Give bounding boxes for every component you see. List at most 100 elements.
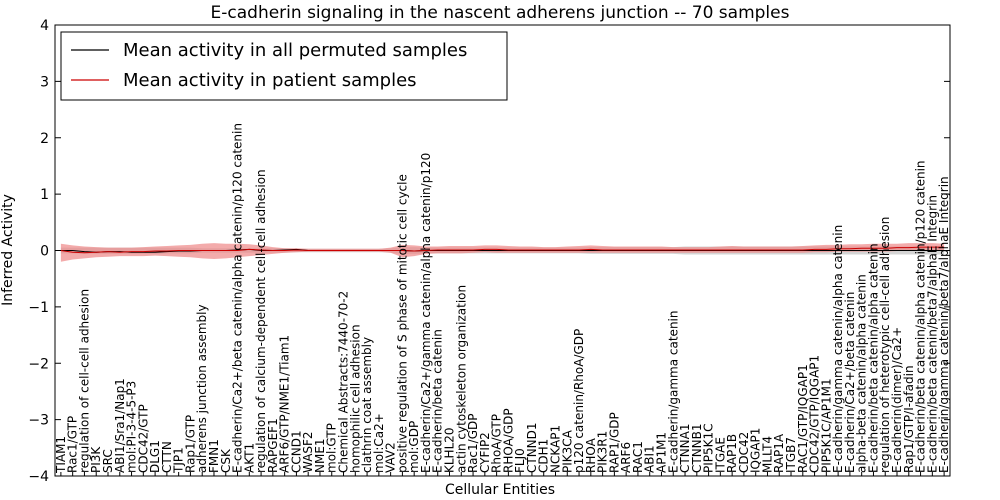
legend-label-patient: Mean activity in patient samples — [123, 70, 417, 91]
x-tick-label: E-cadherin/beta catenin/alpha catenin/p1… — [914, 160, 928, 473]
x-tick-label: DLG1 — [148, 440, 162, 473]
x-tick-label: mol:GTP — [325, 423, 339, 473]
x-tick-label: regulation of cell-cell adhesion — [77, 289, 91, 473]
x-tick-label: adherens junction assembly — [195, 304, 209, 473]
x-tick-label: CDC42/GTP — [136, 404, 150, 473]
chart-title: E-cadherin signaling in the nascent adhe… — [211, 3, 790, 23]
x-tick-label: mol:PI-3-4-5-P3 — [125, 381, 139, 473]
x-tick-label: WASF2 — [301, 431, 315, 473]
x-tick-label: ARF6/GTP/NME1/Tiam1 — [278, 335, 292, 473]
x-tick-label: E-cadherin/Ca2+/beta catenin — [843, 292, 857, 473]
x-tick-label: RAC1 — [631, 441, 645, 473]
x-tick-label: NME1 — [313, 438, 327, 473]
x-tick-label: positive regulation of S phase of mitoti… — [395, 174, 409, 473]
x-tick-label: RAP1/GDP — [607, 412, 621, 473]
x-tick-label: RAPGEF1 — [266, 418, 280, 473]
x-tick-label: Chemical Abstracts:7440-70-2 — [337, 291, 351, 473]
x-tick-label: TIAM1 — [54, 436, 68, 474]
x-tick-label: alpha-beta catenin/alpha catenin — [855, 274, 869, 473]
x-tick-label: VAV2 — [384, 442, 398, 473]
x-tick-label: RAC1/GTP/IQGAP1 — [796, 364, 810, 473]
y-axis-title: Inferred Activity — [0, 194, 16, 306]
x-tick-label: CYFIP2 — [478, 432, 492, 473]
x-tick-label: regulation of heterotypic cell-cell adhe… — [878, 217, 892, 473]
y-tick-label: 2 — [40, 131, 49, 147]
x-tick-label: PIK3CA — [560, 429, 574, 473]
x-tick-label: mol:GDP — [407, 421, 421, 473]
x-tick-label: TJP1 — [172, 447, 186, 474]
x-tick-label: AKT1 — [242, 443, 256, 473]
x-tick-label: E-cadherin(dimer)/Ca2+ — [890, 327, 904, 473]
x-tick-label: RHOA — [584, 437, 598, 473]
x-tick-label: mol:Ca2+ — [372, 413, 386, 473]
x-tick-label: CDH1 — [537, 439, 551, 473]
x-tick-label: RAP1A — [772, 433, 786, 473]
x-tick-label: homophilic cell adhesion — [348, 324, 362, 473]
x-tick-label: CTTN — [160, 441, 174, 473]
x-tick-label: RHOA/GDP — [501, 408, 515, 473]
x-tick-label: KLHL20 — [443, 427, 457, 473]
y-tick-label: −1 — [28, 300, 49, 316]
x-tick-label: Rac1/GTP — [66, 416, 80, 473]
x-tick-label: IQGAP1 — [749, 428, 763, 473]
series-band-1 — [60, 243, 945, 262]
y-tick-label: 4 — [40, 18, 49, 34]
x-tick-label: regulation of calcium-dependent cell-cel… — [254, 169, 268, 473]
x-tick-label: CTNND1 — [525, 422, 539, 473]
x-tick-label: ABI1/Sra1/Nap1 — [113, 378, 127, 473]
x-tick-label: ARF6 — [619, 442, 633, 473]
x-tick-label: E-cadherin/gamma catenin/alpha catenin — [831, 225, 845, 473]
legend: Mean activity in all permuted samples Me… — [60, 31, 508, 101]
x-tick-label: ITGB7 — [784, 437, 798, 473]
x-tick-label: CDC42 — [737, 432, 751, 473]
x-tick-label: E-cadherin/gamma catenin — [666, 311, 680, 474]
legend-label-permuted: Mean activity in all permuted samples — [123, 40, 467, 61]
series-line-1 — [60, 246, 945, 254]
x-tick-label: PIP5K1C — [702, 423, 716, 473]
x-tick-label: MLLT4 — [760, 436, 774, 473]
y-axis: 4 3 2 1 0 −1 −2 −3 −4 — [28, 18, 950, 485]
x-tick-label: PIP5K1C/AP1M1 — [819, 378, 833, 473]
x-tick-label: NCKAP1 — [548, 425, 562, 473]
y-tick-label: 1 — [40, 187, 49, 203]
x-tick-label: E-cadherin/beta catenin/alpha catenin — [866, 243, 880, 473]
y-tick-label: −3 — [28, 413, 49, 429]
y-tick-label: −4 — [28, 469, 49, 485]
x-tick-label: CSK — [219, 448, 233, 473]
y-tick-label: 0 — [40, 244, 49, 260]
x-tick-label: clathrin coat assembly — [360, 337, 374, 473]
legend-box — [60, 31, 508, 101]
x-axis-title: Cellular Entities — [445, 482, 555, 498]
x-tick-label: actin cytoskeleton organization — [454, 285, 468, 473]
lines-layer — [60, 246, 945, 254]
x-tick-label: RAP1B — [725, 434, 739, 473]
y-tick-label: −2 — [28, 356, 49, 372]
x-tick-label: RhoA/GTP — [490, 414, 504, 473]
x-tick-label: ITGAE — [713, 437, 727, 473]
x-tick-label: E-cadherin/gamma catenin/beta7/alphaE In… — [937, 176, 951, 473]
x-tick-label: AP1M1 — [654, 432, 668, 473]
x-tick-label: FLJ0 — [513, 448, 527, 473]
x-tick-label: E-cadherin/Ca2+/gamma catenin/alpha cate… — [419, 153, 433, 473]
x-tick-label: CTNNA1 — [678, 423, 692, 473]
x-tick-label: Rac1/GDP — [466, 414, 480, 473]
x-tick-label: CCND1 — [289, 430, 303, 473]
x-tick-label: CTNNB1 — [690, 423, 704, 473]
x-tick-label: SRC — [101, 449, 115, 473]
x-tick-label: ABI1 — [643, 445, 657, 473]
x-tick-label: E-cadherin/beta catenin — [431, 329, 445, 473]
x-tick-label: E-cadherin/beta catenin/beta7/alphaE Int… — [925, 195, 939, 473]
x-tick-label: CDC42/GTP/IQGAP1 — [808, 355, 822, 473]
x-tick-label: E-cadherin/Ca2+/beta catenin/alpha caten… — [231, 123, 245, 473]
y-tick-label: 3 — [40, 74, 49, 90]
bands-layer — [60, 243, 945, 262]
x-tick-label: FMN1 — [207, 439, 221, 473]
x-tick-label: p120 catenin/RhoA/GDP — [572, 329, 586, 473]
x-tick-label: Rap1/GTP/I-afadin — [902, 365, 916, 473]
x-tick-label: PIK3R1 — [596, 431, 610, 473]
x-tick-label: PI3K — [89, 446, 103, 473]
x-tick-label: Rap1/GTP — [183, 415, 197, 473]
